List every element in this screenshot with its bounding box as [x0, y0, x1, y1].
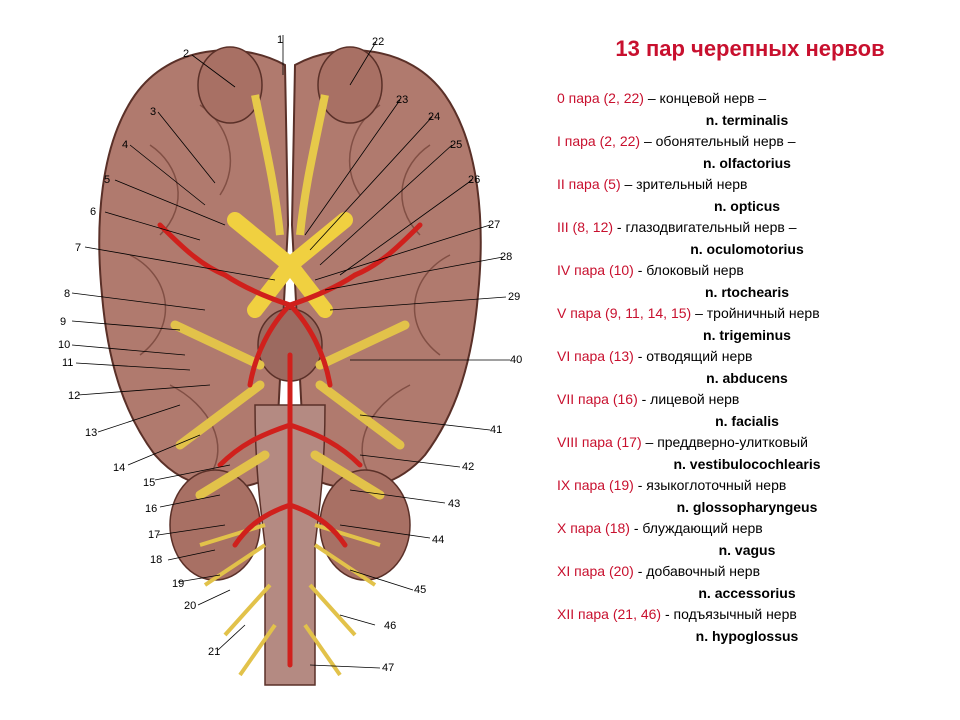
fig-label: 28 — [500, 251, 512, 263]
nerve-latin: n. hypoglossus — [695, 627, 799, 644]
fig-label: 18 — [150, 554, 162, 566]
nerve-entry: VI пара (13) - отводящий нерв n. abducen… — [557, 346, 937, 389]
nerve-entry: X пара (18) - блуждающий нерв n. vagus — [557, 518, 937, 561]
nerve-pair: 0 пара (2, 22) — [557, 90, 644, 106]
nerve-pair: V пара (9, 11, 14, 15) — [557, 305, 692, 321]
fig-label: 7 — [75, 242, 81, 254]
fig-label: 41 — [490, 424, 502, 436]
nerve-pair: IX пара (19) — [557, 477, 634, 493]
fig-label: 43 — [448, 498, 460, 510]
fig-label: 13 — [85, 427, 97, 439]
fig-label: 3 — [150, 106, 156, 118]
nerve-pair: VIII пара (17) — [557, 434, 642, 450]
fig-label: 19 — [172, 578, 184, 590]
fig-label: 6 — [90, 206, 96, 218]
nerve-name: - отводящий нерв — [633, 348, 753, 364]
nerve-entry: IV пара (10) - блоковый нерв n. rtochear… — [557, 260, 937, 303]
nerve-name: – концевой нерв – — [643, 90, 767, 106]
fig-label: 11 — [62, 357, 73, 369]
fig-label: 16 — [145, 503, 157, 515]
nerve-latin: n. trigeminus — [703, 326, 791, 343]
nerve-pair: XI пара (20) — [557, 563, 634, 579]
nerve-latin: n. terminalis — [705, 111, 789, 128]
nerve-latin: n. abducens — [706, 369, 788, 386]
fig-label: 44 — [432, 534, 444, 546]
nerve-entry: XI пара (20) - добавочный нерв n. access… — [557, 561, 937, 604]
nerve-name: - подъязычный нерв — [661, 606, 797, 622]
nerve-entry: III (8, 12) - глазодвигательный нерв – n… — [557, 217, 937, 260]
fig-label: 26 — [468, 174, 480, 186]
nerve-pair: VI пара (13) — [557, 348, 634, 364]
fig-label: 12 — [68, 390, 80, 402]
fig-label: 10 — [58, 339, 70, 351]
nerve-latin: n. accessorius — [698, 584, 796, 601]
fig-label: 40 — [510, 354, 522, 366]
nerve-name: – зрительный нерв — [620, 176, 748, 192]
nerve-entry: IX пара (19) - языкоглоточный нерв n. gl… — [557, 475, 937, 518]
nerve-entry: XII пара (21, 46) - подъязычный нерв n. … — [557, 604, 937, 647]
fig-label: 15 — [143, 477, 155, 489]
fig-label: 27 — [488, 219, 500, 231]
fig-label: 23 — [396, 94, 408, 106]
nerve-pair: VII пара (16) — [557, 391, 638, 407]
fig-label: 14 — [113, 462, 125, 474]
fig-label: 4 — [122, 139, 128, 151]
nerve-name: - добавочный нерв — [633, 563, 761, 579]
nerve-pair: X пара (18) — [557, 520, 630, 536]
nerve-pair: III (8, 12) — [557, 219, 614, 235]
nerve-latin: n. vestibulocochlearis — [673, 455, 821, 472]
nerve-name: - глазодвигательный нерв – — [613, 219, 797, 235]
page-title: 13 пар черепных нервов — [615, 36, 885, 61]
fig-label: 45 — [414, 584, 426, 596]
fig-label: 47 — [382, 662, 394, 674]
fig-label: 42 — [462, 461, 474, 473]
nerve-pair: II пара (5) — [557, 176, 621, 192]
nerve-name: - языкоглоточный нерв — [633, 477, 787, 493]
nerve-pair: I пара (2, 22) — [557, 133, 641, 149]
nerve-entry: V пара (9, 11, 14, 15) – тройничный нерв… — [557, 303, 937, 346]
nerve-latin: n. rtochearis — [704, 283, 790, 300]
nerve-entry: 0 пара (2, 22) – концевой нерв – n. term… — [557, 88, 937, 131]
fig-label: 8 — [64, 288, 70, 300]
nerve-latin: n. opticus — [713, 197, 781, 214]
fig-label: 25 — [450, 139, 462, 151]
fig-label: 2 — [183, 48, 189, 60]
nerve-entry: I пара (2, 22) – обонятельный нерв – n. … — [557, 131, 937, 174]
nerve-pair: XII пара (21, 46) — [557, 606, 662, 622]
nerve-latin: n. vagus — [718, 541, 776, 558]
fig-label: 5 — [104, 174, 110, 186]
nerve-latin: n. facialis — [715, 412, 779, 429]
fig-label: 22 — [372, 36, 384, 48]
fig-label: 1 — [277, 34, 283, 46]
nerve-latin: n. oculomotorius — [690, 240, 804, 257]
nerve-pair: IV пара (10) — [557, 262, 634, 278]
fig-label: 17 — [148, 529, 160, 541]
brain-base-illustration: 1 2 3 4 5 6 7 8 9 10 11 12 13 14 15 16 1… — [40, 25, 540, 695]
nerve-entry: VIII пара (17) – преддверно-улитковый n.… — [557, 432, 937, 475]
nerve-entry: VII пара (16) - лицевой нерв n. facialis — [557, 389, 937, 432]
nerve-name: – обонятельный нерв – — [640, 133, 796, 149]
fig-label: 29 — [508, 291, 520, 303]
fig-label: 21 — [208, 646, 220, 658]
nerve-name: - лицевой нерв — [637, 391, 740, 407]
fig-label: 20 — [184, 600, 196, 612]
nerve-latin: n. glossopharyngeus — [676, 498, 818, 515]
nerve-name: - блуждающий нерв — [629, 520, 763, 536]
nerve-name: – преддверно-улитковый — [641, 434, 808, 450]
nerve-list: 0 пара (2, 22) – концевой нерв – n. term… — [557, 88, 937, 647]
fig-label: 46 — [384, 620, 396, 632]
nerve-latin: n. olfactorius — [703, 154, 791, 171]
nerve-name: – тройничный нерв — [691, 305, 820, 321]
fig-label: 24 — [428, 111, 440, 123]
nerve-entry: II пара (5) – зрительный нерв n. opticus — [557, 174, 937, 217]
fig-label: 9 — [60, 316, 66, 328]
nerve-name: - блоковый нерв — [633, 262, 744, 278]
